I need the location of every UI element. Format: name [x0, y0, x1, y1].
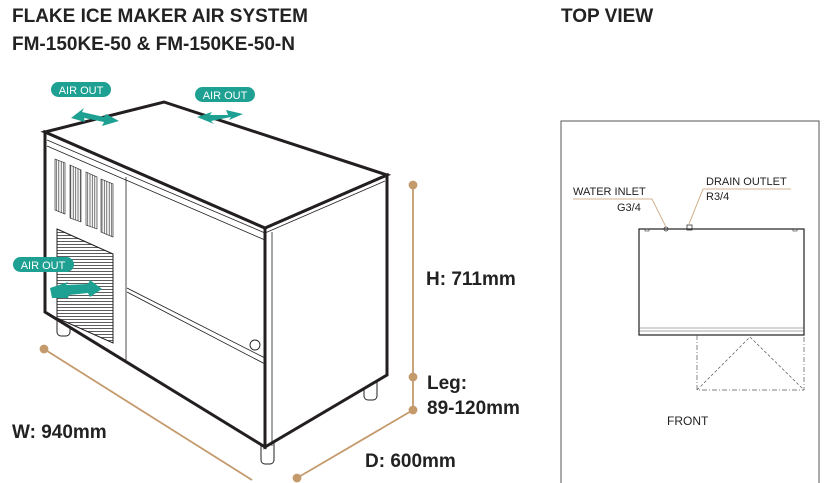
svg-text:AIR OUT: AIR OUT [59, 85, 104, 97]
leg-dimension: 89-120mm [427, 398, 520, 419]
airflow-arrows [50, 108, 243, 298]
air-arrow-top-right [197, 110, 243, 124]
door-swing-outline [696, 335, 805, 391]
air-arrow-top-left [71, 108, 119, 126]
drawer-knob [249, 339, 261, 351]
louvre-vents [54, 158, 114, 238]
dimension-lines [39, 180, 418, 483]
depth-dimension: D: 600mm [365, 451, 456, 472]
door-swing-lines [696, 336, 805, 391]
svg-text:AIR OUT: AIR OUT [203, 90, 248, 102]
air-arrow-left [50, 280, 102, 298]
width-dimension: W: 940mm [12, 422, 107, 443]
drain-outlet-size: R3/4 [706, 191, 729, 203]
top-view-panel [560, 120, 820, 483]
title-line2: FM-150KE-50 & FM-150KE-50-N [12, 34, 295, 55]
top-view-title: TOP VIEW [561, 6, 653, 27]
air-out-label-3: AIR OUT [13, 257, 74, 272]
air-out-label-1: AIR OUT [51, 82, 111, 97]
title-line1: FLAKE ICE MAKER AIR SYSTEM [12, 6, 308, 27]
svg-text:AIR OUT: AIR OUT [21, 260, 66, 272]
leg-label: Leg: [427, 373, 467, 394]
front-label: FRONT [667, 414, 709, 428]
drain-outlet-label: DRAIN OUTLET [706, 176, 787, 188]
cabinet-top [40, 100, 392, 230]
height-dimension: H: 711mm [426, 269, 516, 290]
air-out-label-2: AIR OUT [195, 87, 255, 102]
ice-maker-isometric [40, 100, 392, 465]
drain-outlet-marker [686, 224, 693, 231]
water-inlet-label: WATER INLET [573, 186, 646, 198]
water-inlet-size: G3/4 [617, 202, 641, 214]
